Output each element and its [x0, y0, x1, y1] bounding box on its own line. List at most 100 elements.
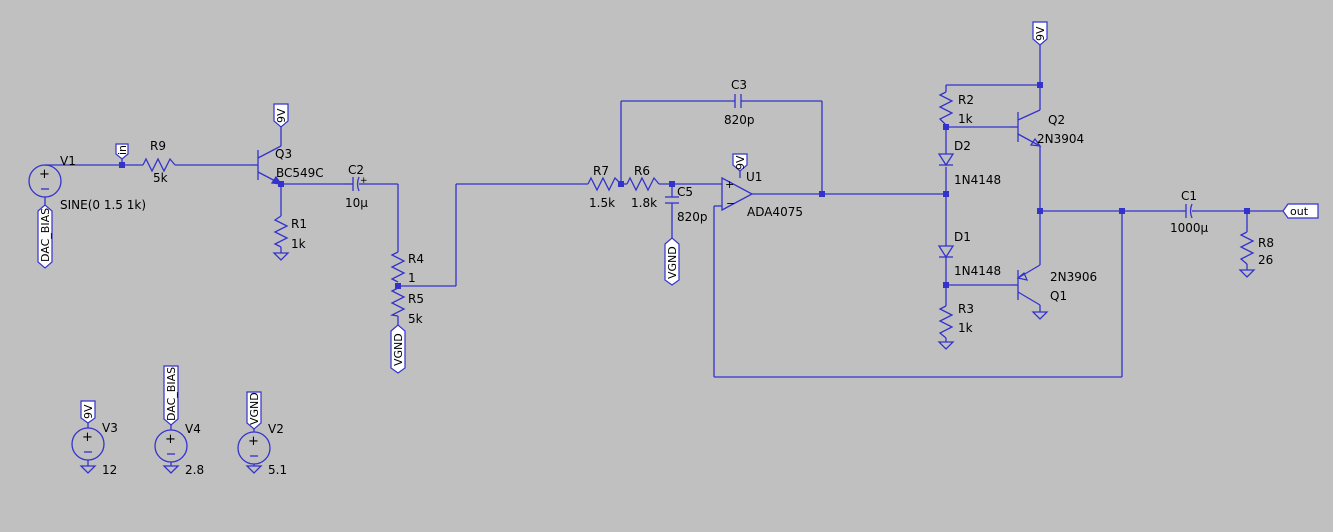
net-label-9v-q3-text: 9V — [275, 108, 288, 123]
capacitor-c3: C3 820p — [724, 78, 755, 127]
c5-value: 820p — [677, 210, 708, 224]
net-label-in — [115, 143, 129, 160]
u1-name: U1 — [746, 170, 762, 184]
diode-d1: D1 1N4148 — [937, 230, 1001, 278]
net-label-vgnd-r5 — [390, 324, 406, 374]
r3-name: R3 — [958, 302, 974, 316]
r7-name: R7 — [593, 164, 609, 178]
net-label-9v-u1 — [732, 153, 748, 172]
r8-value: 26 — [1258, 253, 1273, 267]
r5-value: 5k — [408, 312, 423, 326]
r4-name: R4 — [408, 252, 424, 266]
q2-value: 2N3904 — [1037, 132, 1084, 146]
opamp-u1: + − U1 ADA4075 — [721, 170, 803, 219]
net-label-9v-top-text: 9V — [1034, 26, 1047, 41]
capacitor-c2: + C2 10µ — [344, 163, 368, 210]
transistor-q2: Q2 2N3904 — [1010, 109, 1084, 147]
net-labels: in 9V 9V 9V 9V out VGND VGND VGND DAC_BI… — [37, 21, 1319, 430]
resistor-r4: R4 1 — [390, 251, 424, 285]
r2-value: 1k — [958, 112, 973, 126]
d1-name: D1 — [954, 230, 971, 244]
q3-value: BC549C — [276, 166, 324, 180]
resistor-r7: R7 1.5k — [587, 164, 622, 210]
net-label-9v-v3 — [80, 400, 96, 424]
c1-value: 1000µ — [1170, 221, 1209, 235]
resistor-r8: R8 26 — [1239, 231, 1274, 267]
c3-name: C3 — [731, 78, 747, 92]
net-label-dac-bias-v4-text: DAC_BIAS — [165, 367, 178, 421]
c3-value: 820p — [724, 113, 755, 127]
q3-name: Q3 — [275, 147, 292, 161]
svg-text:−: − — [726, 197, 735, 210]
r8-name: R8 — [1258, 236, 1274, 250]
resistor-r2: R2 1k — [938, 91, 974, 126]
u1-value: ADA4075 — [747, 205, 803, 219]
wires — [44, 45, 1283, 466]
q1-value: 2N3906 — [1050, 270, 1097, 284]
svg-text:+: + — [248, 434, 259, 449]
capacitor-c5: C5 820p — [665, 185, 708, 224]
c5-name: C5 — [677, 185, 693, 199]
r9-value: 5k — [153, 171, 168, 185]
v4-name: V4 — [185, 422, 201, 436]
svg-text:+: + — [360, 176, 368, 186]
r6-value: 1.8k — [631, 196, 657, 210]
r7-value: 1.5k — [589, 196, 615, 210]
v1-name: V1 — [60, 154, 76, 168]
q2-name: Q2 — [1048, 113, 1065, 127]
net-label-in-text: in — [116, 145, 129, 155]
resistor-r5: R5 5k — [389, 287, 424, 326]
net-label-vgnd-r5-text: VGND — [392, 333, 405, 366]
r2-name: R2 — [958, 93, 974, 107]
v2-value: 5.1 — [268, 463, 287, 477]
transistor-q3: Q3 BC549C — [250, 145, 324, 185]
c1-name: C1 — [1181, 189, 1197, 203]
net-label-9v-u1-text: 9V — [734, 155, 747, 170]
v1-value: SINE(0 1.5 1k) — [60, 198, 146, 212]
svg-text:+: + — [82, 430, 93, 445]
svg-text:+: + — [39, 167, 50, 182]
net-label-9v-v3-text: 9V — [82, 404, 95, 419]
net-label-out — [1282, 203, 1319, 219]
r1-name: R1 — [291, 217, 307, 231]
r4-value: 1 — [408, 271, 416, 285]
d2-name: D2 — [954, 139, 971, 153]
d2-value: 1N4148 — [954, 173, 1001, 187]
r9-name: R9 — [150, 139, 166, 153]
v3-value: 12 — [102, 463, 117, 477]
svg-text:+: + — [725, 178, 734, 191]
source-v2: + V2 5.1 — [237, 422, 287, 477]
net-label-out-text: out — [1290, 205, 1309, 218]
r5-name: R5 — [408, 292, 424, 306]
resistor-r1: R1 1k — [273, 215, 307, 251]
net-label-vgnd-c5-text: VGND — [666, 246, 679, 279]
transistor-q1: 2N3906 Q1 — [1010, 264, 1097, 306]
source-v3: + V3 12 — [71, 421, 118, 477]
c2-value: 10µ — [345, 196, 368, 210]
diode-d2: D2 1N4148 — [937, 139, 1001, 187]
net-label-dac-bias-v1 — [37, 204, 53, 269]
source-v1: + V1 SINE(0 1.5 1k) — [28, 154, 146, 212]
resistor-r6: R6 1.8k — [626, 164, 660, 210]
v2-name: V2 — [268, 422, 284, 436]
ground-symbols — [79, 252, 1256, 474]
net-label-9v-q3 — [273, 103, 289, 128]
d1-value: 1N4148 — [954, 264, 1001, 278]
resistor-r9: R9 5k — [142, 139, 176, 185]
r3-value: 1k — [958, 321, 973, 335]
r1-value: 1k — [291, 237, 306, 251]
svg-text:+: + — [165, 432, 176, 447]
net-label-vgnd-v2-text: VGND — [248, 392, 261, 425]
v3-name: V3 — [102, 421, 118, 435]
v4-value: 2.8 — [185, 463, 204, 477]
net-label-dac-bias-v4 — [163, 365, 179, 426]
q1-name: Q1 — [1050, 289, 1067, 303]
c2-name: C2 — [348, 163, 364, 177]
net-label-vgnd-c5 — [664, 237, 680, 286]
source-v4: + V4 2.8 — [154, 422, 204, 477]
net-label-9v-top — [1032, 21, 1048, 46]
capacitor-c1: C1 1000µ — [1170, 189, 1209, 235]
net-label-dac-bias-v1-text: DAC_BIAS — [39, 208, 52, 262]
r6-name: R6 — [634, 164, 650, 178]
